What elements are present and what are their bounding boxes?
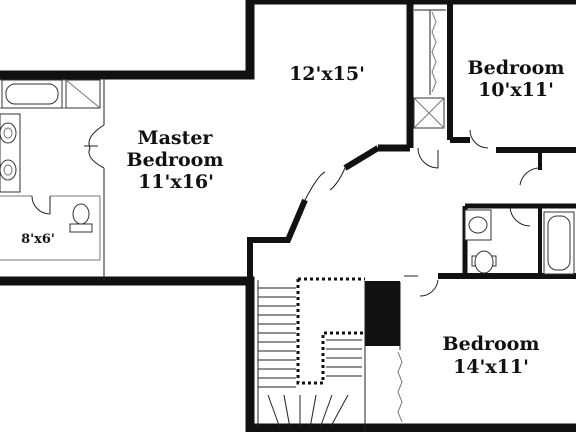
- stair-tread: [319, 394, 333, 429]
- upper-room-size: 12'x15': [289, 63, 365, 85]
- master-bath-fixtures: [0, 79, 101, 233]
- stair-tread: [283, 394, 291, 429]
- bedroom-ne-size: 10'x11': [478, 79, 554, 101]
- stair-tread: [329, 394, 349, 429]
- stair-wall-block: [365, 281, 400, 346]
- stair-tread: [267, 394, 281, 429]
- bedroom-se-size: 14'x11': [453, 356, 529, 378]
- bedroom-ne-label: Bedroom: [468, 57, 565, 79]
- door-swing-icon: [509, 205, 531, 227]
- doors: [84, 124, 541, 297]
- master-bedroom-label: Master: [138, 127, 214, 149]
- closet-fixtures: [413, 11, 445, 129]
- sink-icon: [468, 216, 488, 234]
- door-swing-icon: [519, 167, 541, 186]
- master-bath-size: 8'x6': [21, 232, 55, 247]
- stair-tread: [309, 394, 317, 429]
- master-bedroom-size: 11'x16': [138, 171, 214, 193]
- toilet-tank: [69, 223, 93, 233]
- toilet-icon: [474, 250, 494, 274]
- room-labels: Master Bedroom 11'x16' 12'x15' Bedroom 1…: [21, 57, 564, 378]
- door-swing-icon: [469, 129, 489, 149]
- stair-treads: [258, 287, 362, 429]
- hall-bath-fixtures: [464, 209, 575, 275]
- door-swing-icon: [304, 167, 346, 201]
- toilet-icon: [72, 203, 90, 225]
- sink-icon: [0, 159, 17, 181]
- door-swing-icon: [88, 124, 105, 169]
- door-swing-icon: [419, 279, 439, 297]
- bedroom-se-label: Bedroom: [443, 333, 540, 355]
- sink-icon: [0, 122, 17, 144]
- door-swing-icon: [417, 147, 439, 169]
- master-bedroom-label: Bedroom: [127, 149, 224, 171]
- staircase: [257, 277, 403, 432]
